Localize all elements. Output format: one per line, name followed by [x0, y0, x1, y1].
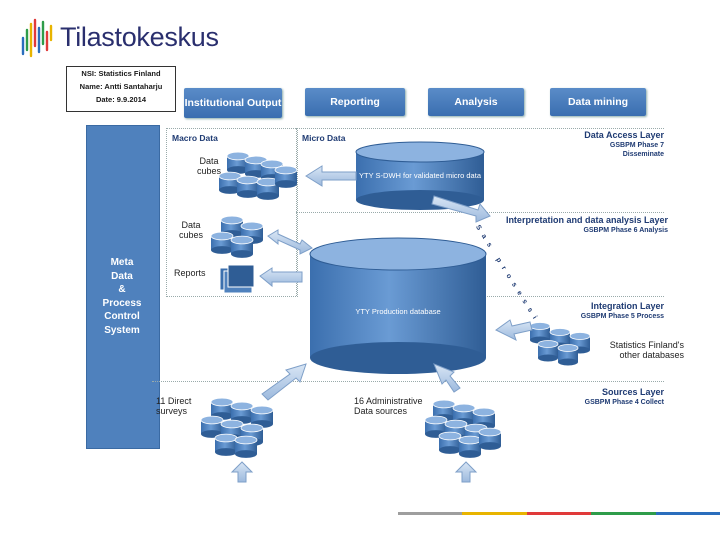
admin-sources-label: 16 Administrative Data sources — [354, 396, 423, 416]
meta-line: Process — [102, 297, 142, 309]
admin-sources-db-icon — [478, 427, 502, 450]
sources-layer-title: Sources Layer — [601, 387, 664, 397]
arrow-up-direct — [230, 461, 254, 483]
arrow-direct-to-production — [261, 363, 307, 401]
institutional-output-button[interactable]: Institutional Output — [184, 88, 282, 118]
direct-surveys-db-icon — [250, 405, 274, 428]
reports-label: Reports — [174, 268, 206, 278]
production-database-icon — [309, 237, 487, 374]
micro-data-label: Micro Data — [302, 133, 346, 143]
cubes2-db-icon — [230, 235, 254, 258]
meta-data-bar — [86, 125, 160, 449]
other-databases-label: Statistics Finland's other databases — [609, 340, 684, 360]
integration-layer-phase: GSBPM Phase 5 Process — [580, 313, 664, 320]
footer-segment — [398, 512, 463, 515]
meta-line: System — [104, 324, 140, 336]
arrow-double-cubes-production — [267, 229, 313, 255]
production-label: YTY Production database — [355, 307, 441, 316]
otherdb-db-icon — [557, 344, 579, 366]
arrow-to-reports — [259, 267, 303, 288]
logo-name: Tilastokeskus — [60, 22, 219, 52]
meta-line: Data — [111, 270, 133, 282]
reports-icon — [219, 264, 255, 294]
direct-surveys-db-icon — [234, 435, 258, 458]
direct-surveys-db-icon — [214, 433, 238, 456]
arrow-to-macro-cubes — [305, 165, 357, 187]
bar-cluster-logo-icon — [21, 18, 53, 58]
sdwh-label: YTY S-DWH for validated micro data — [359, 171, 481, 180]
access-layer-line — [166, 128, 664, 129]
sources-layer-phase: GSBPM Phase 4 Collect — [584, 399, 664, 406]
data-mining-button[interactable]: Data mining — [550, 88, 646, 116]
footer-segment — [462, 512, 527, 515]
otherdb-db-icon — [529, 322, 551, 344]
macro-data-label: Macro Data — [172, 133, 218, 143]
meta-line: Control — [104, 311, 140, 322]
footer-segment — [655, 512, 720, 515]
info-name: Name: Antti Santaharju — [79, 82, 163, 91]
arrow-up-admin — [454, 461, 478, 483]
direct-surveys-db-icon — [210, 397, 234, 420]
macro-cubes-db-icon — [274, 165, 298, 188]
integration-layer-title: Integration Layer — [590, 301, 664, 311]
footer-color-bar — [398, 512, 720, 515]
sdwh-database-icon — [355, 141, 485, 210]
integ-layer-line — [480, 296, 664, 297]
meta-data-label: Meta Data & Process Control System — [86, 256, 158, 337]
footer-segment — [526, 512, 592, 515]
direct-surveys-label: 11 Direct surveys — [156, 396, 192, 416]
otherdb-db-icon — [537, 340, 559, 362]
arrow-sdwh-to-interp — [431, 195, 491, 223]
cubes2-db-icon — [210, 231, 234, 254]
meta-line: Meta — [110, 257, 134, 268]
info-date: Date: 9.9.2014 — [95, 95, 147, 104]
data-cubes-label-2: Data cubes — [178, 220, 204, 240]
macro-cubes-db-icon — [226, 151, 250, 174]
info-box: NSI: Statistics Finland Name: Antti Sant… — [66, 66, 176, 112]
reporting-button[interactable]: Reporting — [305, 88, 405, 116]
macro-cubes-db-icon — [236, 175, 260, 198]
data-access-layer-title: Data Access Layer — [584, 130, 664, 140]
footer-segment — [591, 512, 656, 515]
data-access-layer-sub: Disseminate — [622, 151, 664, 158]
sources-layer-line — [152, 381, 664, 382]
macro-cubes-db-icon — [256, 177, 280, 200]
admin-sources-db-icon — [438, 431, 462, 454]
direct-surveys-db-icon — [230, 401, 254, 424]
arrow-otherdb-to-production — [495, 319, 533, 341]
interp-layer-title: Interpretation and data analysis Layer — [505, 215, 668, 225]
meta-line: & — [118, 284, 126, 295]
admin-sources-db-icon — [458, 435, 482, 458]
macro-cubes-db-icon — [218, 171, 242, 194]
data-cubes-label-1: Data cubes — [196, 156, 222, 176]
data-access-layer-phase: GSBPM Phase 7 — [609, 142, 664, 149]
interp-layer-phase: GSBPM Phase 6 Analysis — [583, 227, 668, 234]
info-nsi: NSI: Statistics Finland — [81, 69, 161, 78]
analysis-button[interactable]: Analysis — [428, 88, 524, 116]
arrow-admin-to-production — [433, 363, 461, 393]
